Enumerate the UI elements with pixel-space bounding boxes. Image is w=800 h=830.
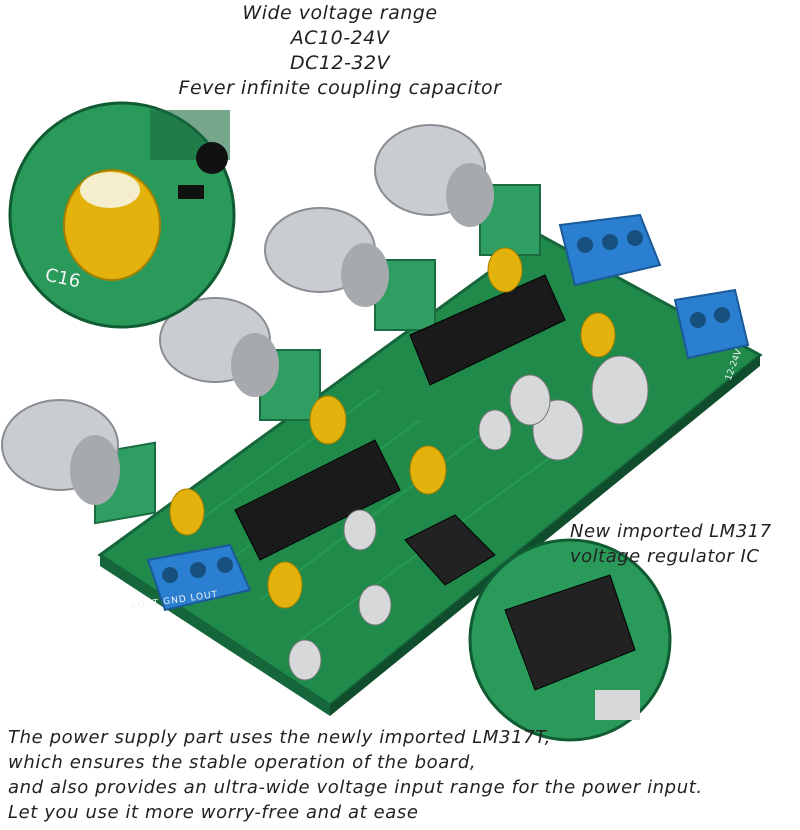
desc-line-3: and also provides an ultra-wide voltage … <box>8 777 703 798</box>
pcb-edge <box>100 555 330 716</box>
zoom-inset-regulator <box>468 538 672 742</box>
spec-wide-voltage: Wide voltage range <box>242 2 438 24</box>
capacitors-yellow <box>169 247 616 609</box>
zoom-inset-capacitor <box>8 101 236 329</box>
desc-line-4: Let you use it more worry-free and at ea… <box>8 802 419 823</box>
capacitors-silver <box>288 355 649 681</box>
terminal-block-output <box>146 543 252 612</box>
ic-chip-2 <box>234 439 401 561</box>
desc-line-2: which ensures the stable operation of th… <box>8 752 477 773</box>
callout-lm317: New imported LM317 <box>570 521 772 542</box>
potentiometer-3 <box>264 207 436 331</box>
potentiometer-2 <box>159 297 321 421</box>
spec-dc-range: DC12-32V <box>289 52 391 74</box>
pcb-edge-right <box>330 355 760 716</box>
lm317-regulator <box>404 514 496 586</box>
terminal-block-power <box>673 288 750 360</box>
desc-line-1: The power supply part uses the newly imp… <box>8 727 551 748</box>
terminal-block-input <box>558 213 662 287</box>
potentiometer-1 <box>1 399 156 525</box>
callout-regulator-ic: voltage regulator IC <box>570 546 760 567</box>
spec-coupling-capacitor: Fever infinite coupling capacitor <box>178 77 502 99</box>
spec-ac-range: AC10-24V <box>290 27 390 49</box>
ic-chip-1 <box>409 274 566 386</box>
zoom-regulator-chip <box>504 574 636 691</box>
potentiometer-4 <box>374 124 541 256</box>
